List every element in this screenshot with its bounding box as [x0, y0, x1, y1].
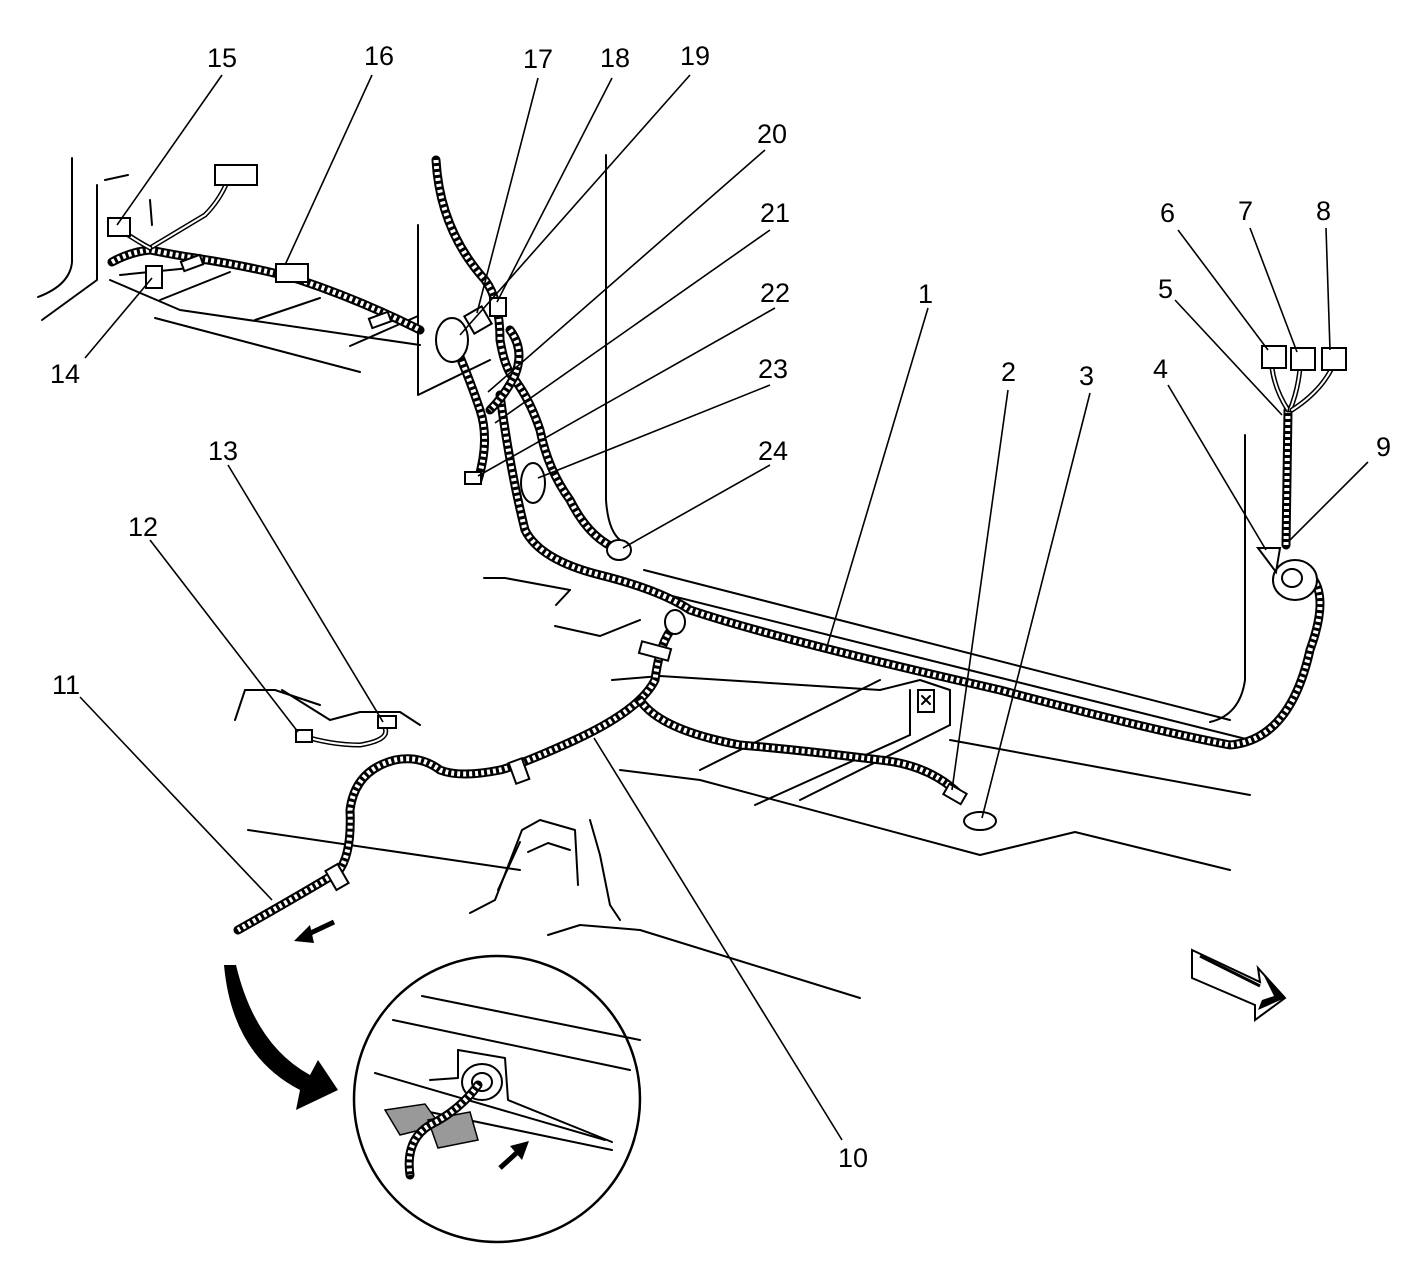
- main-harness: [495, 390, 1325, 750]
- callout-labels: 1 2 3 4 5 6 7 8 9 10 11 12 13 14 15 16 1…: [50, 41, 1391, 1173]
- leader-13: [227, 464, 384, 723]
- grommet-3: [963, 811, 997, 831]
- detail-magnifier-icon: [352, 954, 642, 1244]
- clip-upper: [637, 640, 673, 662]
- leader-1: [825, 307, 929, 651]
- leader-20: [487, 149, 766, 393]
- direction-arrow-icon: [294, 919, 336, 943]
- connector-12: [295, 729, 313, 743]
- connector-16: [275, 263, 309, 283]
- callout-17: 17: [523, 44, 553, 74]
- leader-lines: [79, 74, 1369, 1141]
- connector-15: [107, 217, 131, 237]
- callout-13: 13: [208, 436, 238, 466]
- leader-22: [477, 307, 776, 477]
- connector-18: [489, 297, 507, 317]
- callout-23: 23: [758, 354, 788, 384]
- right-riser-harness: [1269, 365, 1335, 550]
- callout-5: 5: [1158, 274, 1173, 304]
- callout-1: 1: [918, 279, 933, 309]
- callout-19: 19: [680, 41, 710, 71]
- upper-left-harness: [107, 177, 425, 335]
- callout-8: 8: [1316, 196, 1331, 226]
- callout-21: 21: [760, 198, 790, 228]
- leader-11: [79, 696, 273, 901]
- callout-2: 2: [1001, 357, 1016, 387]
- callout-14: 14: [50, 359, 80, 389]
- leader-5: [1174, 299, 1283, 416]
- leader-19: [459, 74, 691, 336]
- callout-12: 12: [128, 512, 158, 542]
- leader-14: [84, 277, 153, 359]
- connectors: [107, 164, 1347, 892]
- leader-7: [1249, 227, 1298, 353]
- clip-10: [507, 756, 531, 786]
- callout-6: 6: [1160, 198, 1175, 228]
- callout-11: 11: [52, 670, 80, 700]
- callout-7: 7: [1238, 196, 1253, 226]
- callout-18: 18: [600, 43, 630, 73]
- callout-22: 22: [760, 278, 790, 308]
- pillar-harness: [431, 155, 625, 555]
- grommet-19: [435, 317, 469, 363]
- leader-21: [494, 229, 771, 424]
- leader-6: [1177, 229, 1269, 351]
- leader-23: [537, 384, 771, 479]
- leader-15: [116, 74, 223, 226]
- connector-8: [1321, 347, 1347, 371]
- clip-11: [324, 862, 350, 892]
- callout-15: 15: [207, 43, 237, 73]
- front-direction-arrow-icon: [1191, 948, 1287, 1022]
- callout-4: 4: [1153, 354, 1168, 384]
- leader-4: [1167, 384, 1267, 551]
- leader-9: [1289, 461, 1369, 541]
- callout-10: 10: [838, 1143, 868, 1173]
- callout-16: 16: [364, 41, 394, 71]
- leader-10: [593, 737, 843, 1141]
- callout-9: 9: [1376, 432, 1391, 462]
- connector-13: [377, 715, 397, 729]
- grommet-23: [520, 462, 546, 504]
- connector-14: [145, 265, 163, 289]
- leader-2: [951, 389, 1009, 791]
- leader-8: [1325, 227, 1331, 351]
- leader-17: [476, 77, 539, 314]
- callout-24: 24: [758, 436, 788, 466]
- connector-22: [464, 471, 482, 485]
- curved-detail-arrow-icon: [224, 965, 338, 1110]
- vehicle-body-outline: [37, 154, 1251, 999]
- leader-3: [981, 392, 1091, 819]
- callout-20: 20: [757, 119, 787, 149]
- leader-16: [284, 74, 373, 266]
- connector-2: [941, 782, 969, 806]
- connector-7: [1290, 347, 1316, 371]
- connector-6: [1261, 345, 1287, 369]
- leader-24: [622, 464, 771, 549]
- callout-3: 3: [1079, 361, 1094, 391]
- grommet-24: [606, 539, 632, 561]
- leader-12: [149, 539, 299, 733]
- leader-18: [496, 77, 613, 303]
